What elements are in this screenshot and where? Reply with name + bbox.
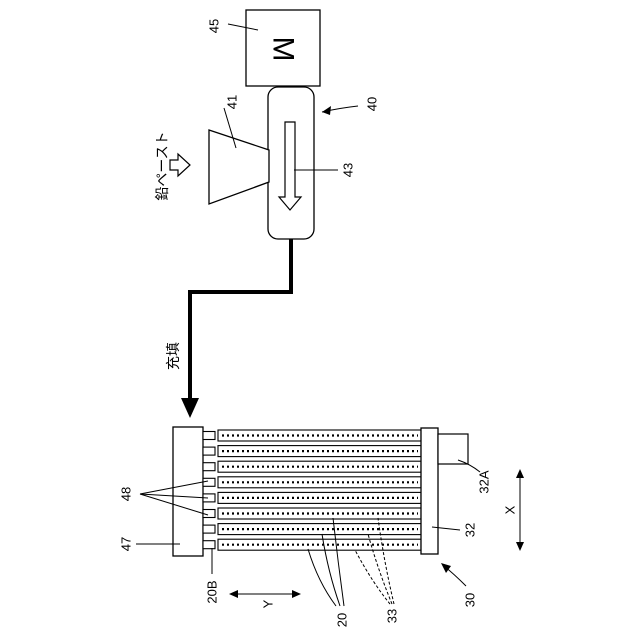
axis-x-arrowhead-top <box>516 469 524 478</box>
extruder-assembly-ref-label: 40 <box>365 97 380 111</box>
plate-tab-ref-label: 32A <box>477 470 492 493</box>
motor-ref-label: 45 <box>207 19 222 33</box>
axis-y-arrowhead-left <box>229 590 238 598</box>
hopper <box>209 130 269 204</box>
motor: M <box>246 10 320 86</box>
tubes <box>218 430 421 550</box>
filling-label: 充填 <box>165 342 181 370</box>
screw-ref-label: 43 <box>341 163 356 177</box>
end-plate-tab <box>438 434 468 464</box>
axis-x-arrowhead-bottom <box>516 542 524 551</box>
end-plate <box>421 428 438 554</box>
assembly-ref-arrowhead <box>441 563 451 573</box>
manifold <box>173 427 203 556</box>
axis-x-label: X <box>503 505 518 514</box>
holes-ref-label: 33 <box>385 609 400 623</box>
tubes-ref-label: 20 <box>335 613 350 627</box>
nozzles-ref-label: 48 <box>119 487 134 501</box>
nozzle <box>203 447 215 455</box>
nozzle <box>203 432 215 440</box>
nozzle <box>203 463 215 471</box>
material-inlet-arrow <box>170 154 190 176</box>
axis-y-arrowhead-right <box>292 590 301 598</box>
nozzle <box>203 541 215 549</box>
plate-ref-label: 32 <box>463 523 478 537</box>
manifold-ref-label: 47 <box>119 537 134 551</box>
nozzle <box>203 525 215 533</box>
material-label: 鉛ペースト <box>154 131 170 200</box>
hopper-ref-label: 41 <box>225 95 240 109</box>
extruder-body <box>268 87 314 239</box>
extruder-assembly-ref-arrowhead <box>322 106 331 115</box>
tube-end-ref-label: 20B <box>205 580 220 603</box>
nozzles <box>203 432 215 549</box>
hopper-funnel <box>209 130 269 204</box>
axis-y-label: Y <box>261 599 276 608</box>
assembly-ref-label: 30 <box>463 593 478 607</box>
supply-pipe <box>190 239 291 400</box>
nozzle <box>203 478 215 486</box>
tubes-ref-leader-1 <box>308 549 336 606</box>
motor-symbol: M <box>267 37 300 62</box>
supply-pipe-arrowhead <box>181 398 199 418</box>
